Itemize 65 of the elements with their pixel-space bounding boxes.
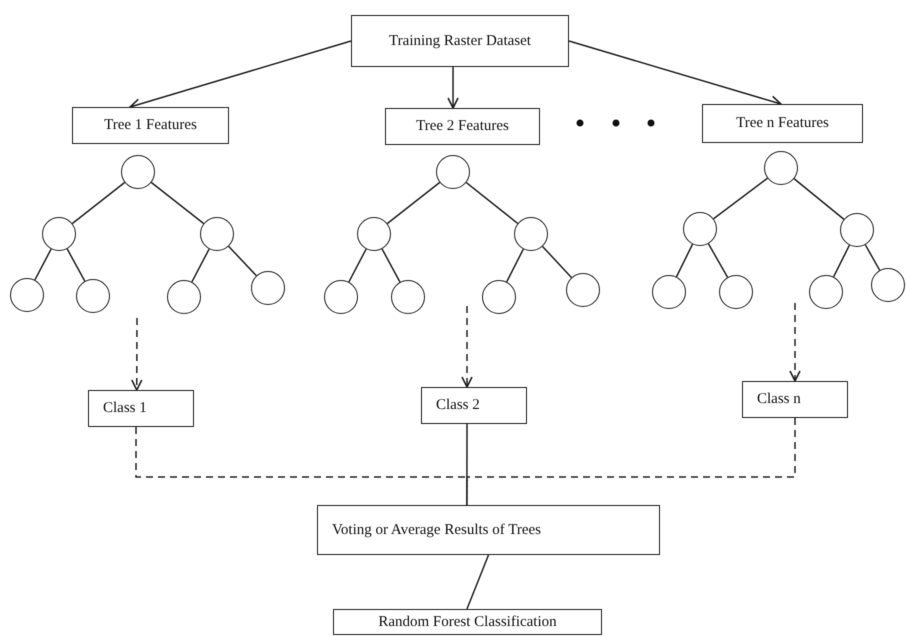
tree-node-circle xyxy=(566,273,600,307)
tree-node-circle xyxy=(514,217,548,251)
tree-node-circle xyxy=(121,155,155,189)
process-box xyxy=(88,390,194,427)
connector-line xyxy=(506,248,524,282)
tree-node-circle xyxy=(652,275,686,309)
connector-line xyxy=(542,246,572,278)
tree-node-circle xyxy=(683,212,717,246)
process-box xyxy=(333,609,602,635)
connector-line xyxy=(466,554,490,610)
arrow xyxy=(789,303,801,382)
tree-node-circle xyxy=(76,279,110,313)
connector-line xyxy=(794,178,844,220)
process-box xyxy=(702,104,863,143)
process-box xyxy=(317,505,660,555)
connector-line xyxy=(832,244,850,278)
tree-node-circle xyxy=(251,271,285,305)
box-label: Class 2 xyxy=(435,397,480,414)
process-box xyxy=(421,387,527,424)
connector-line xyxy=(228,246,257,276)
arrow xyxy=(447,67,459,109)
tree-node-circle xyxy=(871,268,905,302)
box-label: Class n xyxy=(756,391,801,408)
connector-line xyxy=(381,248,401,282)
connector-line xyxy=(150,182,204,224)
tree-node-circle xyxy=(482,280,516,314)
tree-node-circle xyxy=(764,151,798,185)
connector-line xyxy=(72,182,126,224)
tree-node-circle xyxy=(324,280,358,314)
arrow xyxy=(568,40,782,107)
box-label: Class 1 xyxy=(102,400,147,417)
arrow xyxy=(461,306,473,388)
tree-node-circle xyxy=(42,217,76,251)
process-box xyxy=(351,15,569,67)
box-label: Training Raster Dataset xyxy=(389,32,531,50)
connector-line xyxy=(466,418,796,505)
connector-line xyxy=(34,248,52,280)
tree-node-circle xyxy=(719,275,753,309)
connector-line xyxy=(676,244,694,278)
arrow xyxy=(131,318,143,391)
connector-line xyxy=(466,182,518,224)
connector-line xyxy=(66,248,86,282)
tree-node-circle xyxy=(10,278,44,312)
connector-line xyxy=(713,178,768,220)
tree-node-circle xyxy=(391,280,425,314)
connector-line xyxy=(864,244,880,271)
tree-node-circle xyxy=(809,275,843,309)
process-box xyxy=(742,381,848,418)
tree-node-circle xyxy=(357,217,391,251)
connector-line xyxy=(348,248,367,282)
connector-line xyxy=(708,243,728,278)
box-label: Tree 1 Features xyxy=(104,117,197,134)
tree-node-circle xyxy=(200,217,234,251)
tree-node-circle xyxy=(167,280,201,314)
connector-line xyxy=(386,182,440,224)
box-label: Tree 2 Features xyxy=(416,118,509,135)
process-box xyxy=(385,108,540,145)
box-label: Tree n Features xyxy=(736,115,829,132)
connector-line xyxy=(191,248,210,282)
tree-node-circle xyxy=(840,213,874,247)
process-box xyxy=(72,107,229,144)
box-label: Random Forest Classification xyxy=(378,614,557,630)
arrow xyxy=(129,40,352,110)
tree-node-circle xyxy=(436,155,470,189)
box-label: Voting or Average Results of Trees xyxy=(331,522,542,538)
